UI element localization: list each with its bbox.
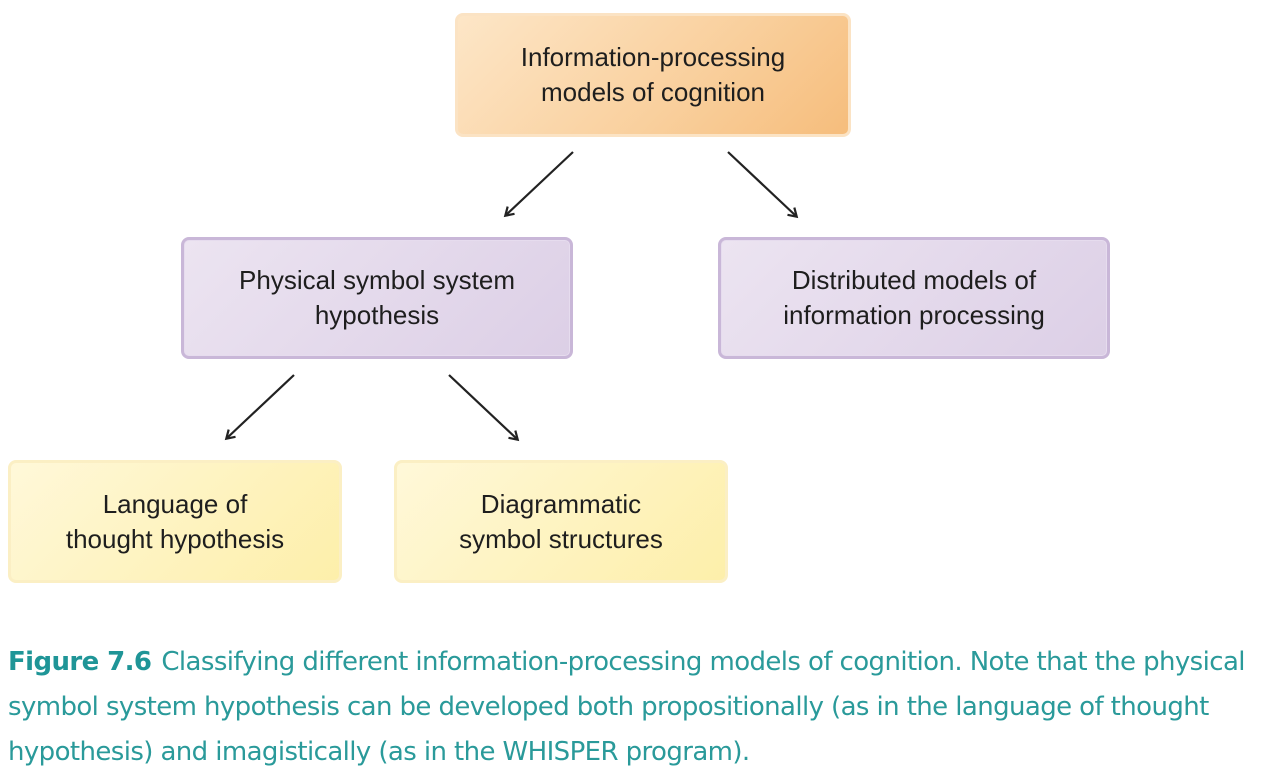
node-physical-symbol-system: Physical symbol system hypothesis [181, 237, 573, 359]
figure-label: Figure 7.6 [8, 647, 152, 677]
node-physical-line2: hypothesis [314, 300, 440, 330]
node-language-line2: thought hypothesis [65, 523, 285, 554]
node-root-line2: models of cognition [540, 77, 766, 107]
arrow-physical-to-language [224, 374, 295, 441]
arrow-root-to-physical [503, 151, 574, 218]
node-language-of-thought: Language of thought hypothesis [8, 460, 342, 583]
node-diagrammatic-line2: symbol structures [459, 523, 663, 554]
node-root-line1: Information-processing [520, 42, 786, 72]
node-distributed-line2: information processing [783, 300, 1045, 330]
node-information-processing-models: Information-processing models of cogniti… [455, 13, 851, 137]
figure-caption-text: Classifying different information-proces… [8, 647, 1246, 767]
node-distributed-line1: Distributed models of [791, 265, 1037, 295]
node-diagrammatic-line1: Diagrammatic [480, 488, 642, 519]
node-diagrammatic-symbol-structures: Diagrammatic symbol structures [394, 460, 728, 583]
arrow-physical-to-diagrammatic [448, 374, 520, 442]
arrow-root-to-distributed [727, 151, 799, 219]
node-physical-line1: Physical symbol system [239, 265, 515, 295]
node-language-line1: Language of [102, 488, 248, 519]
node-distributed-models: Distributed models of information proces… [718, 237, 1110, 359]
